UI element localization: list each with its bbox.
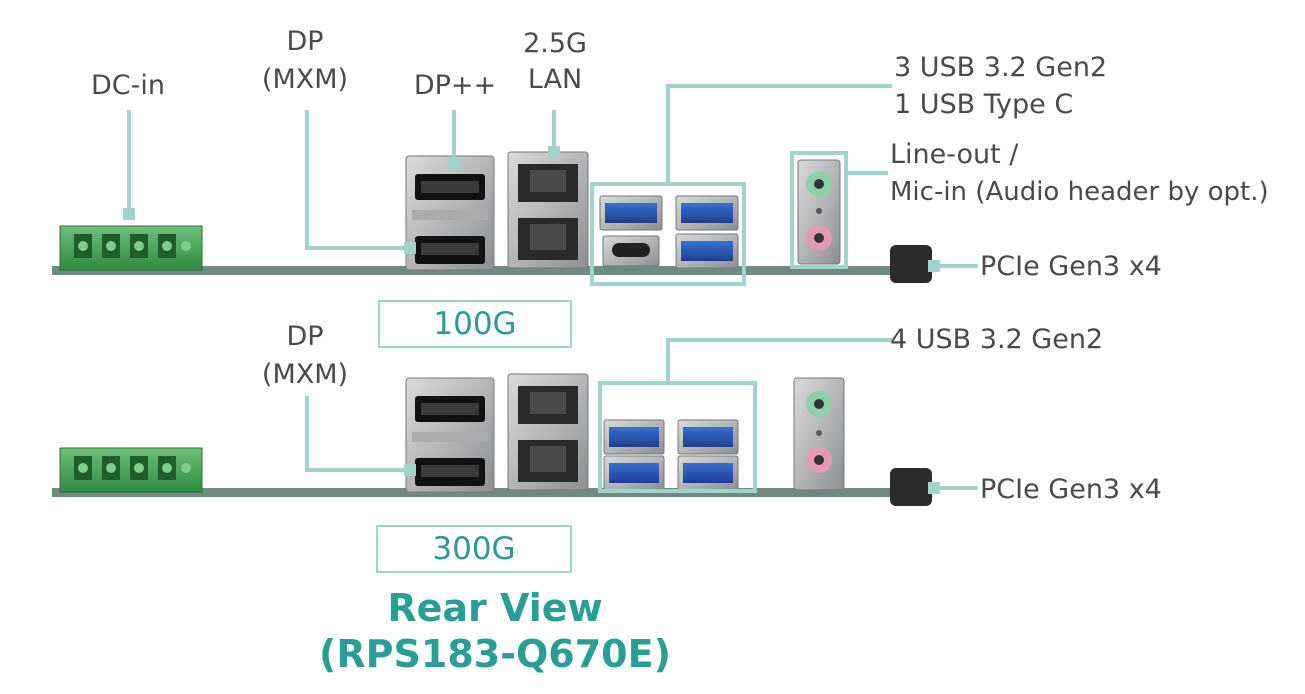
usb-port-group <box>599 195 739 269</box>
audio-jacks <box>797 159 841 265</box>
pcie-connector <box>890 245 932 283</box>
title-line2: (RPS183-Q670E) <box>319 632 671 676</box>
dc-in-connector <box>59 225 203 271</box>
dp-port-stack <box>405 377 495 493</box>
pcie-connector <box>890 468 932 506</box>
pcie-label: PCIe Gen3 x4 <box>980 474 1162 505</box>
dp-mxm-label-line1: DP <box>286 26 324 57</box>
dp-mxm-label-line2: (MXM) <box>261 359 349 390</box>
lan-label-line1: 2.5G <box>523 28 587 59</box>
lan-label-line2: LAN <box>527 64 583 95</box>
audio-label-line1: Line-out / <box>890 139 1019 170</box>
top-board <box>52 151 932 283</box>
bottom-board <box>52 373 932 506</box>
audio-label-line2: Mic-in (Audio header by opt.) <box>890 177 1269 207</box>
lan-port-stack <box>507 151 589 269</box>
usb-label: 4 USB 3.2 Gen2 <box>890 324 1104 355</box>
bottom-leader-lines <box>305 338 978 494</box>
audio-jacks <box>793 377 845 491</box>
dc-in-label: DC-in <box>91 70 165 101</box>
pcie-label: PCIe Gen3 x4 <box>980 251 1162 282</box>
top-leader-lines <box>123 84 978 286</box>
variant-badge-100g: 100G <box>378 300 572 348</box>
dp-mxm-label-line1: DP <box>286 321 324 352</box>
dp-mxm-label-line2: (MXM) <box>261 64 349 95</box>
dc-in-connector <box>59 447 203 493</box>
dp-port-stack <box>405 155 495 271</box>
dp-pp-label: DP++ <box>413 70 497 101</box>
usb-label-line2: 1 USB Type C <box>894 89 1074 120</box>
lan-port-stack <box>507 373 589 491</box>
variant-badge-300g: 300G <box>376 525 572 573</box>
title-line1: Rear View <box>387 586 603 630</box>
usb-label-line1: 3 USB 3.2 Gen2 <box>894 52 1108 83</box>
usb-port-group <box>603 419 739 491</box>
